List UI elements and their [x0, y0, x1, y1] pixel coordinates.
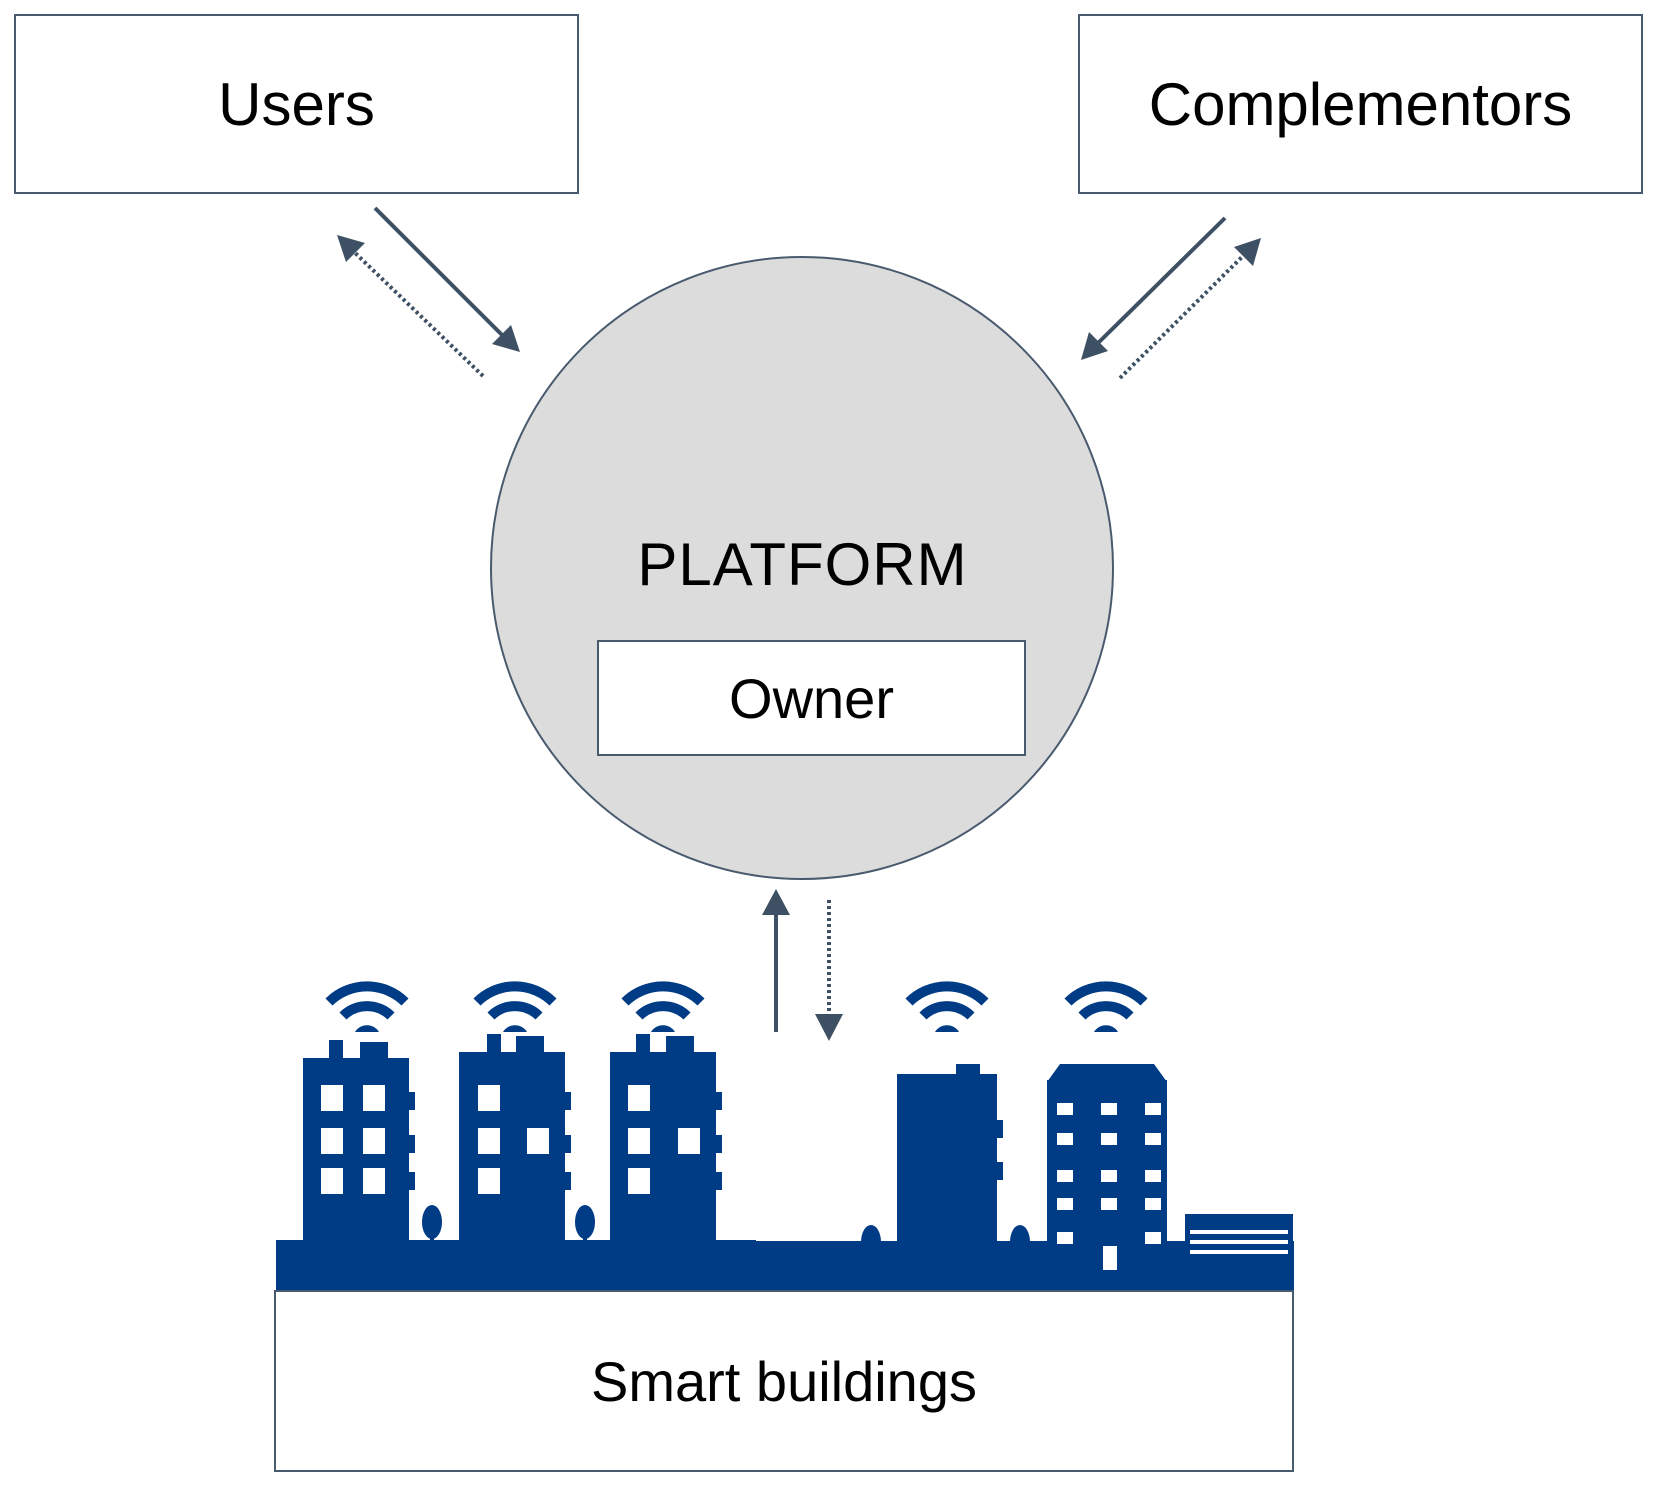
owner-box: Owner	[597, 640, 1026, 756]
wifi-icon	[1068, 986, 1144, 1032]
platform-to-users-arrow	[337, 235, 485, 378]
wifi-icon	[329, 986, 405, 1032]
platform-to-buildings-arrow	[815, 900, 843, 1041]
users-box: Users	[14, 14, 579, 194]
complementors-to-platform-arrow	[1081, 216, 1227, 360]
building-windows	[321, 1085, 1288, 1270]
owner-label: Owner	[729, 666, 894, 730]
platform-to-complementors-arrow	[1118, 238, 1261, 380]
smart-buildings-box: Smart buildings	[274, 1290, 1294, 1472]
complementors-label: Complementors	[1148, 70, 1573, 138]
wifi-icon	[477, 986, 553, 1032]
users-to-platform-arrow	[373, 206, 520, 352]
wifi-icon	[909, 986, 985, 1032]
users-label: Users	[218, 70, 375, 138]
wifi-icon	[625, 986, 701, 1032]
smart-buildings-label: Smart buildings	[591, 1349, 977, 1413]
buildings-to-platform-arrow	[762, 889, 790, 1032]
platform-title: PLATFORM	[637, 531, 968, 598]
complementors-box: Complementors	[1078, 14, 1643, 194]
city-skyline	[276, 1034, 1294, 1291]
